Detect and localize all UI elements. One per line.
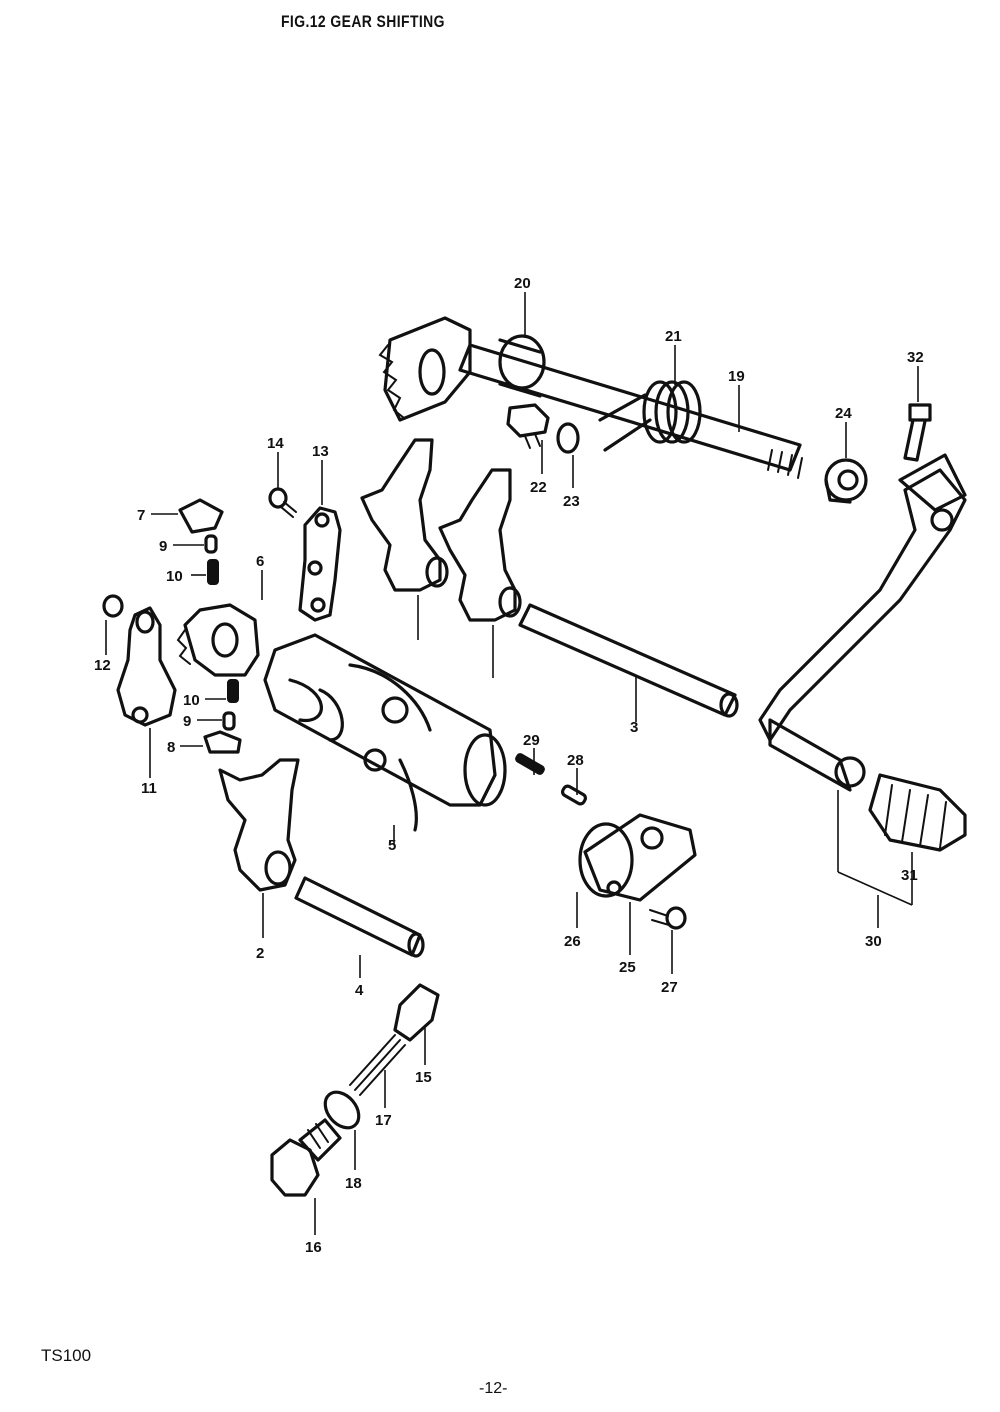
cam-groove-2 [318,688,344,742]
callout-10a: 10 [166,568,183,585]
gearshift-shaft-spline [767,449,803,479]
cam-groove-3 [348,663,432,732]
callout-9a: 9 [159,538,167,555]
callout-26: 26 [564,933,581,950]
pawl-spring-upper [207,559,219,585]
washer [556,422,580,454]
spring-stopper-bolt [506,403,550,449]
cam-groove-4 [398,758,418,832]
gearshift-shaft-collar-side [498,338,542,398]
callout-9b: 9 [183,713,191,730]
callout-31: 31 [901,867,918,884]
model-code: TS100 [41,1346,92,1365]
gearshift-fork-lower [218,758,300,892]
callout-16: 16 [305,1239,322,1256]
gearshift-fork-right [438,468,522,622]
callout-7: 7 [137,507,145,524]
cam-stopper-plate [116,606,177,727]
callout-29: 29 [523,732,540,749]
gearshift-fork-left [360,438,449,592]
gearshift-lever-peg [768,718,852,792]
gearshift-cam-drum [263,633,507,832]
leader-lines [105,292,919,1235]
callout-24: 24 [835,405,852,422]
gearshift-arm-hole [418,348,446,396]
callout-4: 4 [355,982,364,999]
gearshift-arm-teeth [378,344,405,419]
callout-6: 6 [256,553,264,570]
callout-30: 30 [865,933,882,950]
callout-22: 22 [530,479,547,496]
neutral-switch-screw [649,906,687,930]
page-number: -12- [479,1380,508,1397]
callout-21: 21 [665,328,682,345]
callout-25: 25 [619,959,636,976]
o-ring [578,822,634,898]
callout-14: 14 [267,435,284,452]
fork-shaft-upper [518,603,739,718]
pawl-pin-upper [204,534,218,554]
cam-stopper-screw [268,487,297,518]
cam-guide-pawl-lower [203,730,242,754]
callout-23: 23 [563,493,580,510]
callout-10b: 10 [183,692,200,709]
callout-17: 17 [375,1112,392,1129]
callout-19: 19 [728,368,745,385]
callout-12: 12 [94,657,111,674]
gearshift-lever-clamp [898,453,967,512]
fork-shaft-lower [294,876,425,958]
callout-27: 27 [661,979,678,996]
callout-5: 5 [388,837,396,854]
callout-20: 20 [514,275,531,292]
stopper-screw [102,594,124,618]
cam-groove-1 [288,678,323,723]
callout-numbers: 2 3 3 4 5 6 7 8 9 9 10 10 11 12 13 14 15… [94,275,924,1256]
gearshift-shaft-collar [498,334,546,390]
cam-guide-pawl-upper [178,498,224,534]
callout-28: 28 [567,752,584,769]
neutral-switch-body [583,813,697,902]
gearshift-lever-rubber [868,773,967,852]
callout-15: 15 [415,1069,432,1086]
callout-18: 18 [345,1175,362,1192]
gasket-washer [323,1090,361,1130]
cam-stopper [298,506,342,622]
neutral-switch-pin [560,784,588,806]
gearshift-lever-bolt [903,403,932,462]
neutral-switch-spring [515,753,545,775]
return-spring [598,380,702,452]
callout-32: 32 [907,349,924,366]
cam-stopper-housing-bolt [270,1118,342,1197]
figure-title: FIG.12 GEAR SHIFTING [281,12,445,31]
cam-driven-gear [176,603,260,677]
gearshift-lever [758,453,967,792]
callout-11: 11 [141,780,157,797]
cam-stopper-plunger [393,983,440,1042]
pawl-spring-lower [227,679,239,703]
pawl-pin-lower [222,711,236,731]
gearshift-shaft-assembly [378,316,803,479]
callout-3: 3 [630,719,638,736]
callout-8: 8 [167,739,175,756]
callout-13: 13 [312,443,329,460]
cam-stopper-spring [349,1034,406,1096]
callout-2: 2 [256,945,264,962]
oil-seal [824,458,868,504]
gearshift-arm-plate [383,316,472,422]
